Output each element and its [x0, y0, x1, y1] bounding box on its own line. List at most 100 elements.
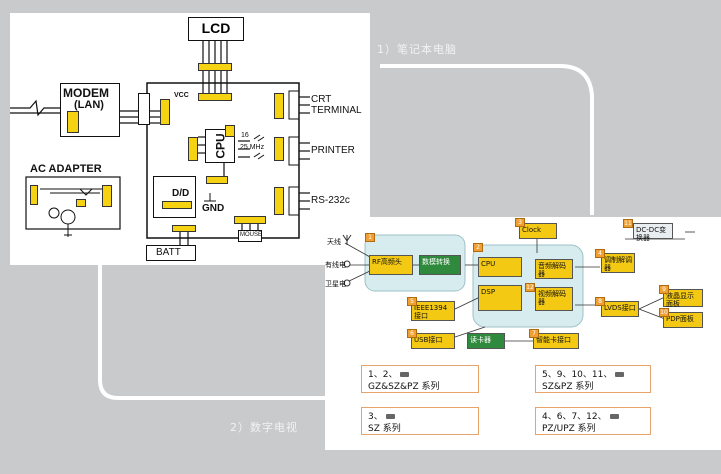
series-3-nums: 3、: [368, 412, 383, 422]
badge-9: 9: [659, 285, 669, 294]
series-box-3: 3、 SZ 系列: [361, 407, 479, 435]
badge-6: 6: [407, 329, 417, 338]
smart-card-label: 智能卡接口: [536, 336, 571, 344]
lan-label: (LAN): [74, 99, 104, 111]
video-decoder-block: 视频解码器: [535, 287, 573, 311]
mouse-chip: [234, 216, 266, 224]
ac-right-chip: [102, 185, 112, 207]
dd-label: D/D: [172, 188, 190, 199]
dd-chip: [162, 201, 192, 209]
badge-11: 11: [623, 219, 633, 228]
vcc-connector: [198, 93, 232, 101]
audio-decoder-label: 音频解码器: [538, 262, 566, 278]
badge-7: 7: [529, 329, 539, 338]
series-box-2: 5、9、10、11、 SZ&PZ 系列: [535, 365, 651, 393]
video-decoder-label: 视频解码器: [538, 290, 566, 306]
badge-1: 1: [365, 233, 375, 242]
rf-tuner-label: RF高频头: [372, 258, 402, 266]
modem-connector: [138, 93, 150, 125]
laptop-caption: 1）笔记本电脑: [377, 43, 457, 56]
badge-5: 5: [407, 297, 417, 306]
laptop-diagram-panel: LCD VCC MODEM (LAN) CPU 16 25 MHz CRT TE…: [10, 13, 370, 265]
lvds-block: LVDS接口: [601, 301, 639, 317]
tuning-circuit-label: 调制解调器: [604, 256, 632, 272]
dcdc-block: DC-DC变换器: [633, 223, 673, 242]
lcd-label: LCD: [201, 20, 231, 36]
badge-3: 3: [515, 218, 525, 227]
card-reader-label: 读卡器: [470, 336, 491, 344]
tv-cpu-label: CPU: [481, 260, 496, 268]
clock-block: Clock: [519, 223, 557, 239]
clock-label: Clock: [522, 226, 542, 234]
cpu-left-chip: [188, 137, 198, 161]
dd-block: [153, 176, 196, 218]
modem-label: MODEM: [63, 86, 109, 100]
series-4-label: PZ/UPZ 系列: [542, 424, 596, 434]
chip-icon: [400, 372, 410, 377]
antenna-label: 天线: [327, 239, 341, 246]
chip-icon: [615, 372, 625, 377]
lcd-block: LCD: [188, 17, 244, 41]
series-4-nums: 4、6、7、12、: [542, 412, 607, 422]
batt-block: [146, 245, 196, 261]
lcd-connector: [198, 63, 232, 71]
printer-chip: [274, 137, 284, 161]
mouse-block: [238, 230, 262, 242]
badge-12: 12: [525, 283, 535, 292]
terminal-label: TERMINAL: [311, 105, 362, 116]
cable-label: 有线电: [325, 262, 346, 269]
series-box-1: 1、2、 GZ&SZ&PZ 系列: [361, 365, 479, 393]
satellite-label: 卫星电: [325, 281, 346, 288]
ieee1394-block: IEEE1394接口: [411, 301, 455, 321]
badge-2: 2: [473, 243, 483, 252]
lcd-panel-block: 液晶显示面板: [663, 289, 703, 308]
lvds-label: LVDS接口: [604, 304, 636, 312]
series-1-label: GZ&SZ&PZ 系列: [368, 382, 440, 392]
chip-icon: [385, 414, 395, 419]
modem-board-chip: [160, 99, 170, 125]
audio-decoder-block: 音频解码器: [535, 259, 573, 279]
card-reader-block: 读卡器: [467, 333, 505, 349]
rs232-label: RS-232c: [311, 195, 350, 206]
printer-label: PRINTER: [311, 145, 355, 156]
series-2-nums: 5、9、10、11、: [542, 370, 613, 380]
cpu-label: CPU: [213, 133, 228, 159]
badge-4: 4: [595, 249, 605, 258]
series-box-4: 4、6、7、12、 PZ/UPZ 系列: [535, 407, 651, 435]
mouse-label: MOUSE: [240, 232, 263, 238]
usb-label: USB接口: [414, 336, 443, 344]
cpu-block: CPU: [478, 257, 522, 277]
chip-icon: [609, 414, 619, 419]
rf-tuner-block: RF高频头: [369, 255, 413, 275]
series-3-label: SZ 系列: [368, 424, 401, 434]
vcc-label: VCC: [174, 92, 189, 99]
tuning-circuit-block: 调制解调器: [601, 253, 635, 273]
crt-label: CRT: [311, 94, 332, 105]
freq-top-label: 16: [241, 132, 249, 139]
batt-label: BATT: [156, 247, 181, 258]
gnd-label: GND: [202, 203, 225, 214]
badge-8: 8: [595, 297, 605, 306]
demod-label: 数模转换: [422, 258, 450, 266]
series-2-label: SZ&PZ 系列: [542, 382, 594, 392]
smart-card-block: 智能卡接口: [533, 333, 579, 349]
dcdc-label: DC-DC变换器: [636, 226, 667, 242]
series-1-nums: 1、2、: [368, 370, 398, 380]
tv-diagram-panel: 天线 有线电 卫星电 RF高频头 数模转换 Clock CPU 音频解码器 DS…: [325, 217, 721, 450]
pdp-panel-block: PDP面板: [663, 312, 703, 328]
cpu-right-chip: [225, 125, 235, 137]
batt-chip: [172, 225, 196, 232]
crt-chip: [274, 93, 284, 119]
rs232-chip: [274, 187, 284, 215]
modem-chip: [67, 111, 79, 133]
ac-left-chip: [30, 185, 38, 205]
usb-block: USB接口: [411, 333, 455, 349]
dsp-label: DSP: [481, 288, 496, 296]
pdp-panel-label: PDP面板: [666, 315, 694, 323]
dsp-block: DSP: [478, 285, 522, 311]
demod-block: 数模转换: [419, 255, 461, 275]
lcd-panel-label: 液晶显示面板: [666, 292, 694, 308]
cpu-bottom-chip: [206, 176, 228, 184]
ieee1394-label: IEEE1394接口: [414, 304, 448, 320]
